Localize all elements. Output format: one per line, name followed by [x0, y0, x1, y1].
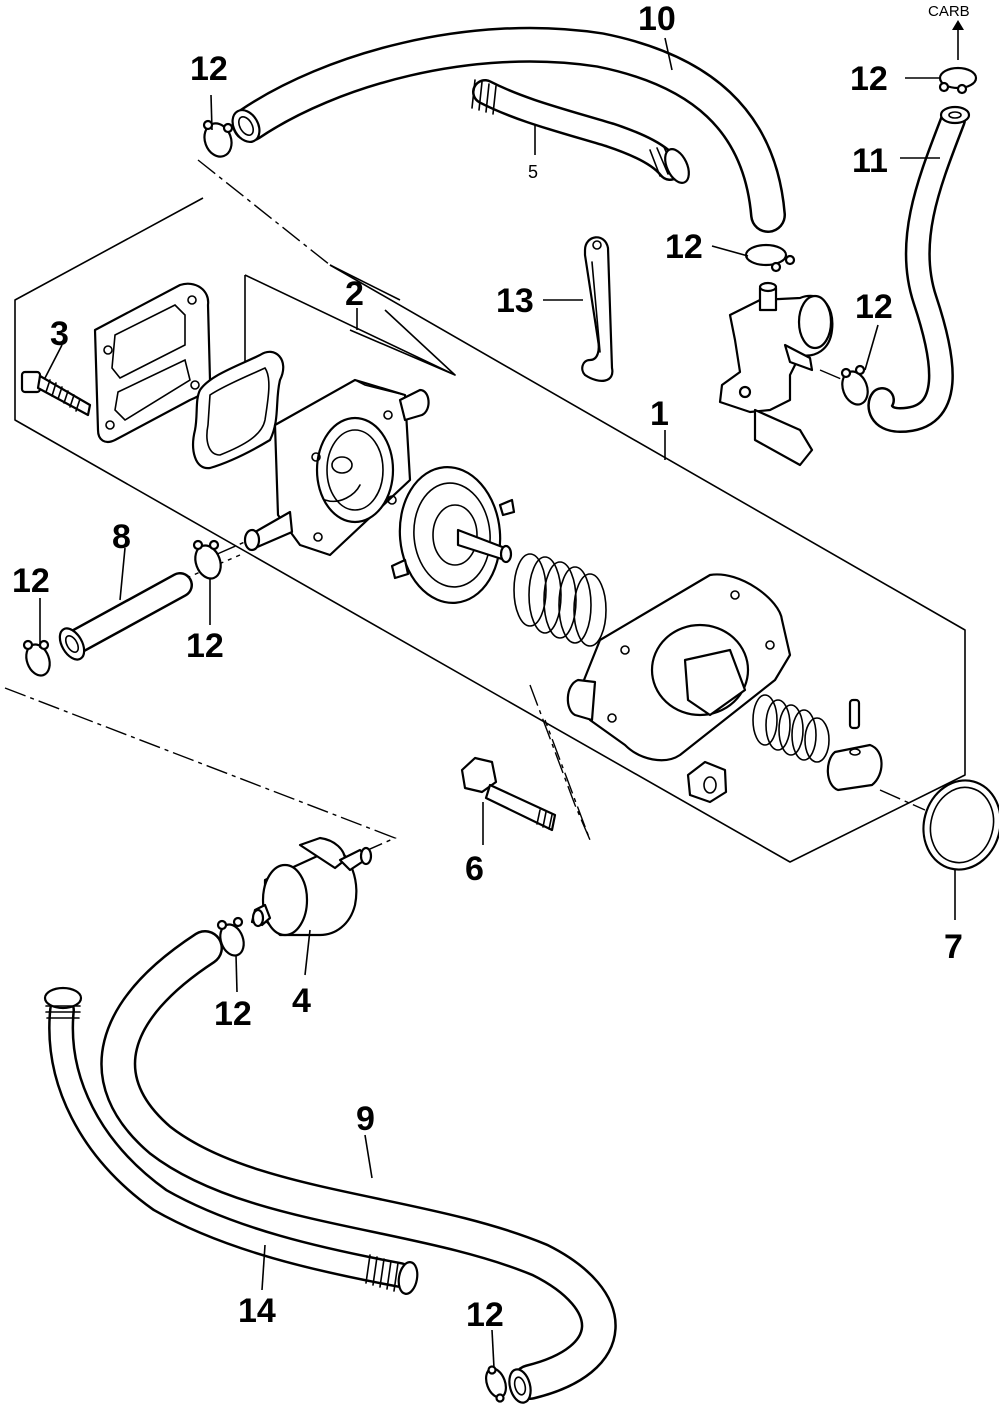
screw-3: [20, 370, 92, 417]
leader-lines: [39, 20, 964, 1369]
flange-bolt-6: [460, 756, 557, 832]
callout-5: 5: [528, 162, 538, 182]
callout-9: 9: [356, 1100, 375, 1138]
fuel-hose-10: [231, 26, 786, 233]
callout-12: 12: [466, 1296, 504, 1334]
callout-7: 7: [944, 928, 963, 966]
callout-2: 2: [345, 275, 364, 313]
callout-12: 12: [665, 228, 703, 266]
hose-clamp-12: [485, 1365, 507, 1403]
callout-13: 13: [496, 282, 534, 320]
callout-labels: CARB 1 2 3 4 5 6 7 8 9 10 11 13 14 12 12…: [12, 0, 970, 1334]
fuel-pump-assembly-outline: [14, 197, 966, 863]
hose-clamp-12: [840, 364, 869, 406]
callout-12: 12: [12, 562, 50, 600]
callout-12: 12: [855, 288, 893, 326]
plunger-spring: [752, 694, 830, 763]
gasket-plate: [93, 282, 212, 444]
callout-8: 8: [112, 518, 131, 556]
hose-clamp-12: [202, 119, 234, 158]
callout-1: 1: [650, 395, 669, 433]
callout-12: 12: [186, 627, 224, 665]
callout-14: 14: [238, 1292, 276, 1330]
diaphragm-spring: [513, 553, 607, 647]
callout-11: 11: [852, 142, 888, 180]
o-ring-7: [922, 779, 999, 871]
fuel-hose-11: [867, 105, 971, 433]
valve-plunger: [826, 743, 883, 792]
hex-nut: [686, 760, 728, 804]
hose-clamp-12: [744, 243, 796, 273]
pump-cover: [566, 573, 792, 762]
fuel-hose-9: [100, 930, 617, 1404]
diaphragm: [390, 466, 516, 604]
hose-clamp-12: [216, 916, 245, 957]
callout-4: 4: [292, 982, 311, 1020]
callout-12: 12: [850, 60, 888, 98]
fuel-hose-8: [58, 572, 193, 661]
valve-pin: [848, 698, 861, 730]
gasket: [192, 350, 285, 470]
hose-clamp-strap-13: [581, 236, 614, 382]
threaded-elbow-tube-5: [471, 79, 690, 184]
callout-12: 12: [190, 50, 228, 88]
threaded-tube-14: [43, 986, 419, 1295]
hose-clamp-12: [192, 539, 222, 580]
callout-10: 10: [638, 0, 676, 38]
hose-clamp-12: [938, 66, 978, 95]
pump-body: [243, 378, 430, 557]
fuel-filter-4: [250, 836, 373, 937]
fuel-valve: [718, 281, 834, 467]
callout-6: 6: [465, 850, 484, 888]
carb-label: CARB: [928, 3, 970, 20]
callout-3: 3: [50, 315, 69, 353]
callout-12: 12: [214, 995, 252, 1033]
hose-clamp-12: [22, 639, 51, 677]
